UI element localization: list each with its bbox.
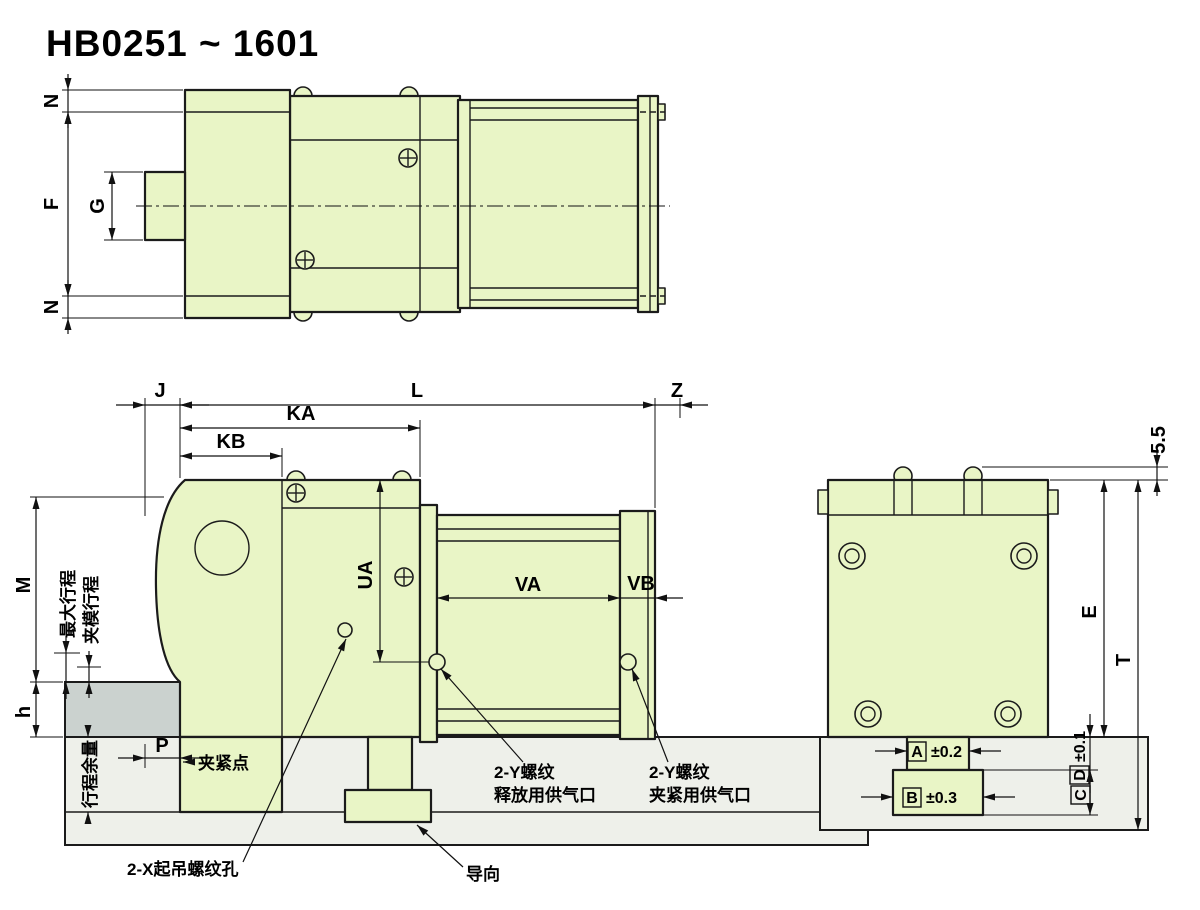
- dim-label-j: J: [154, 380, 165, 402]
- socket-screw-icon: [1010, 542, 1038, 570]
- dim-label-ka: KA: [287, 403, 316, 425]
- workpiece-block: [64, 681, 181, 738]
- side-view: J L Z KA KB UA VA VB: [13, 380, 869, 884]
- dim-label-z: Z: [671, 380, 683, 402]
- leader-clamp-port: [631, 668, 669, 763]
- dim-label-d-group: D ±0.1: [1069, 731, 1090, 785]
- screw-icon: [295, 250, 315, 270]
- callout-clamp-port-line1: 2-Y螺纹: [649, 762, 710, 782]
- label-clamp-point: 夹紧点: [198, 753, 249, 773]
- side-view-callouts: 2-Y螺纹 释放用供气口 2-Y螺纹 夹紧用供气口 2-X起吊螺纹孔 导向: [127, 638, 751, 884]
- dim-label-f: F: [41, 198, 63, 210]
- top-view-dimensions: N F G N: [41, 74, 183, 334]
- dim-label-m: M: [13, 577, 35, 594]
- body-bore: [194, 520, 250, 576]
- clamp-foot: [178, 735, 284, 814]
- guide-stem: [366, 735, 414, 792]
- cylinder-tube: [435, 513, 622, 737]
- top-cylinder-cap: [636, 94, 660, 314]
- dim-label-n-top: N: [41, 94, 63, 108]
- dim-label-b-tol: ±0.3: [926, 790, 957, 807]
- callout-release-port-line1: 2-Y螺纹: [494, 762, 555, 782]
- top-view-details: [136, 96, 670, 312]
- clamp-air-port: [619, 653, 637, 671]
- dim-label-a-tol: ±0.2: [931, 744, 962, 761]
- dim-label-kb: KB: [217, 431, 246, 453]
- dim-label-c: C: [1073, 789, 1090, 801]
- screw-icon: [398, 148, 418, 168]
- page-title: HB0251 ~ 1601: [46, 23, 319, 64]
- dim-label-d: D: [1072, 769, 1089, 781]
- dim-label-va: VA: [515, 574, 541, 596]
- dim-label-h: h: [13, 706, 35, 718]
- dim-label-e: E: [1079, 605, 1101, 618]
- dim-label-max-stroke: 最大行程: [58, 570, 78, 638]
- dim-label-d-tol: ±0.1: [1072, 731, 1089, 762]
- dim-label-ua: UA: [355, 561, 377, 590]
- end-view-dimensions: 5.5 E T A ±0.2 B ±0.3: [861, 426, 1170, 830]
- release-air-port: [428, 653, 446, 671]
- screw-icon: [286, 483, 306, 503]
- cylinder-flange: [418, 503, 439, 744]
- top-view-body: [143, 86, 666, 322]
- dim-label-a: A: [911, 744, 923, 761]
- dim-label-n-bottom: N: [41, 300, 63, 314]
- end-side-tab: [817, 489, 829, 515]
- dim-label-g: G: [87, 198, 109, 214]
- screw-icon: [394, 567, 414, 587]
- callout-release-port-line2: 释放用供气口: [494, 785, 596, 805]
- callout-guide: 导向: [466, 864, 500, 884]
- guide-flange: [343, 788, 433, 824]
- dim-label-b: B: [906, 790, 918, 807]
- lifting-hole: [337, 622, 353, 638]
- socket-screw-icon: [854, 700, 882, 728]
- side-view-dimensions: J L Z KA KB UA VA VB: [13, 380, 708, 824]
- end-side-tab: [1047, 489, 1059, 515]
- dim-label-stroke-margin: 行程余量: [80, 740, 100, 809]
- end-view: 5.5 E T A ±0.2 B ±0.3: [817, 426, 1170, 831]
- dim-label-t: T: [1113, 654, 1135, 666]
- dim-label-p: P: [155, 735, 168, 757]
- leader-guide: [416, 824, 464, 868]
- end-body: [826, 478, 1050, 739]
- leader-lifting-hole: [242, 638, 347, 863]
- top-view: N F G N: [41, 74, 670, 334]
- top-body-head: [183, 88, 292, 320]
- dim-label-5-5: 5.5: [1148, 426, 1170, 454]
- dim-label-l: L: [411, 380, 423, 402]
- cylinder-cap: [618, 509, 657, 741]
- leader-release-port: [440, 668, 524, 763]
- dim-label-vb: VB: [627, 573, 655, 595]
- socket-screw-icon: [994, 700, 1022, 728]
- clamp-body: [154, 478, 422, 739]
- dim-label-c-group: C: [1070, 785, 1091, 805]
- top-body-mid: [288, 94, 462, 314]
- top-cylinder-tube: [456, 98, 640, 310]
- socket-screw-icon: [838, 542, 866, 570]
- callout-lifting-hole: 2-X起吊螺纹孔: [127, 859, 238, 879]
- callout-clamp-port-line2: 夹紧用供气口: [649, 785, 751, 805]
- dim-label-clamp-stroke: 夹模行程: [81, 576, 101, 644]
